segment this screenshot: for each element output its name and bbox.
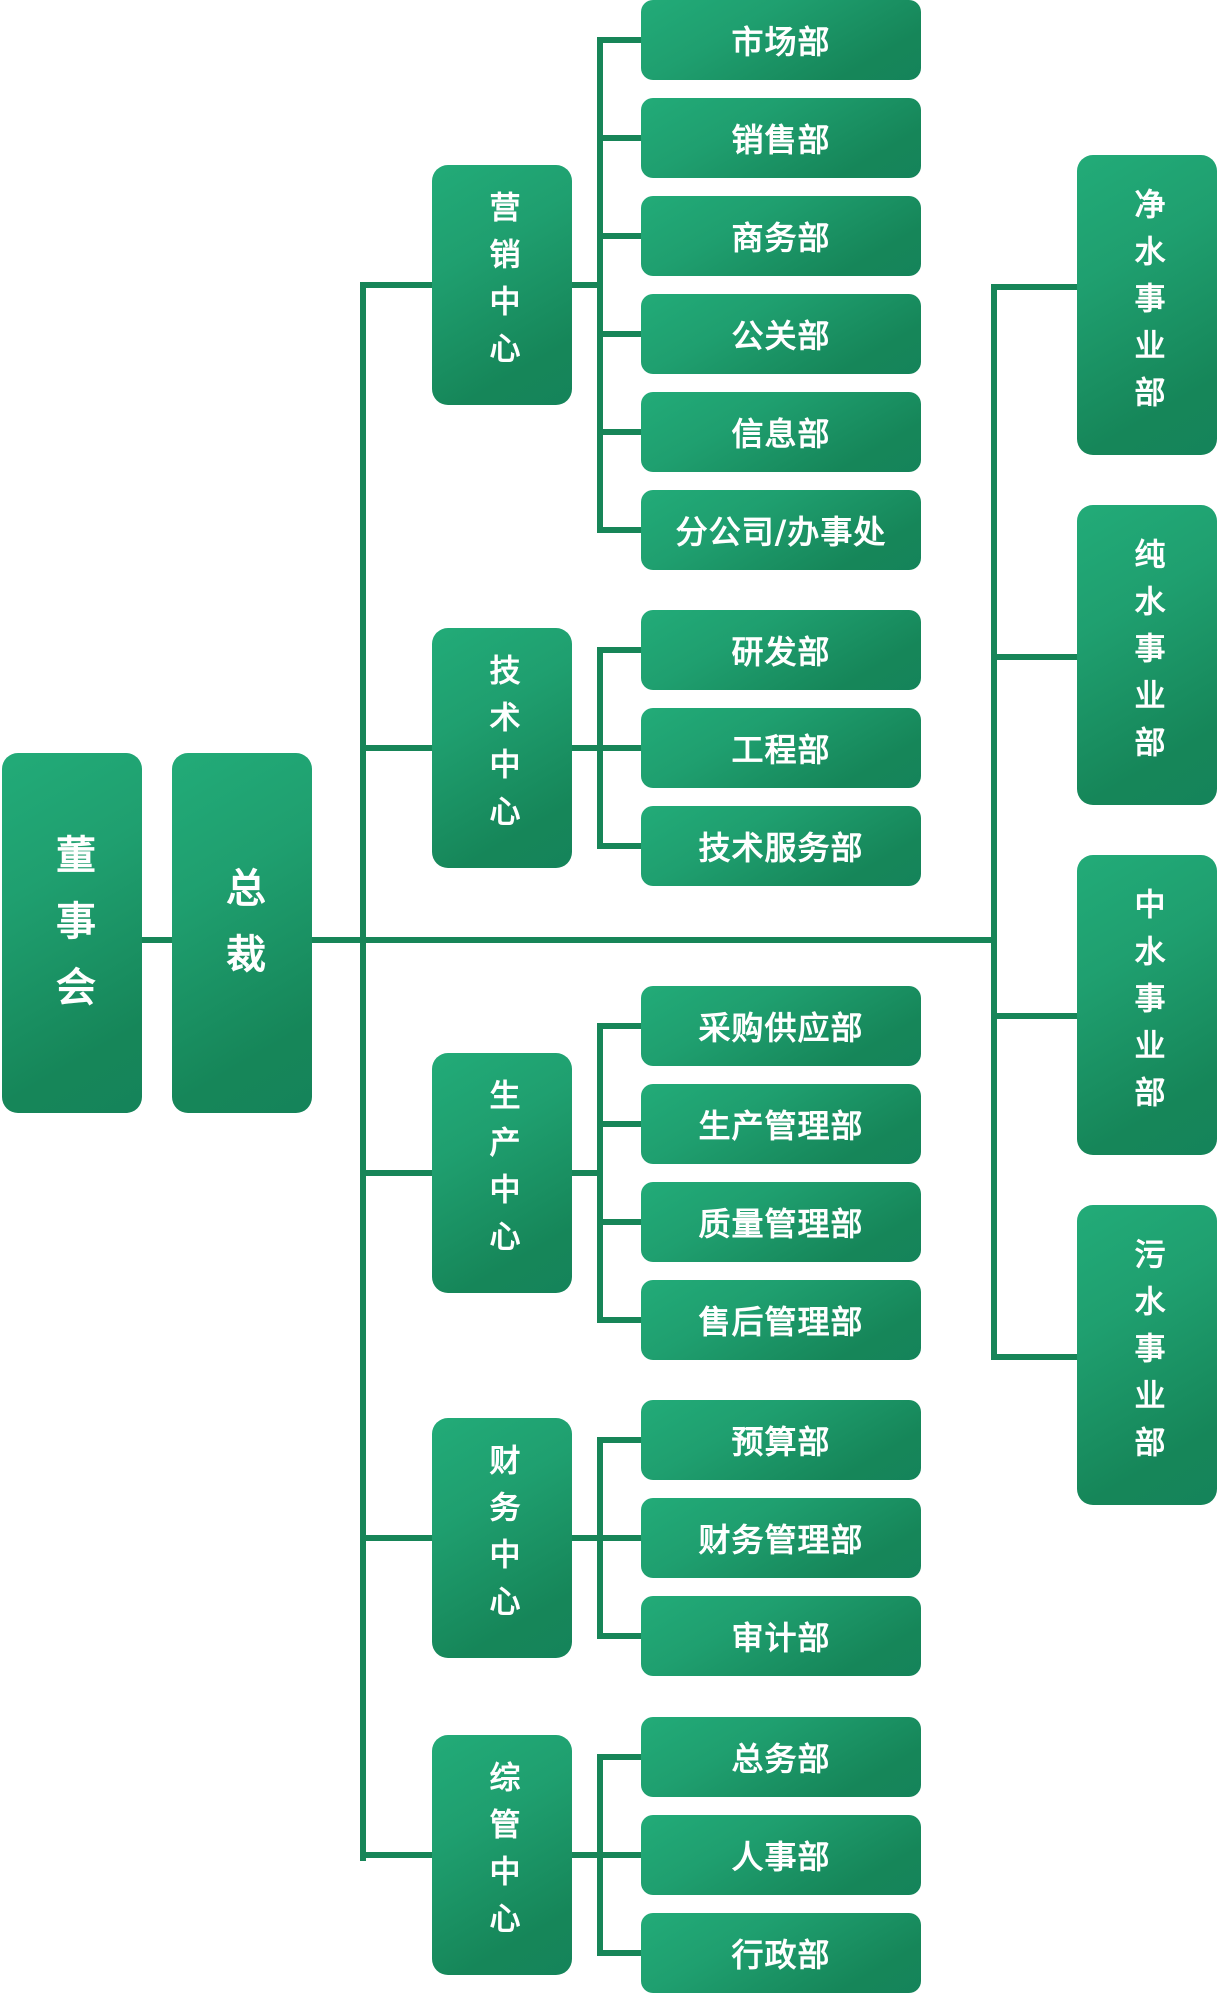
center-node-technology[interactable]: 技术中心 <box>432 628 572 868</box>
business-unit-connector <box>991 1354 1077 1360</box>
center-node-marketing[interactable]: 营销中心 <box>432 165 572 405</box>
department-node[interactable]: 销售部 <box>641 98 921 178</box>
main-horizontal-connector <box>312 937 997 943</box>
dept-bracket-line <box>597 1023 603 1323</box>
centers-trunk-line <box>360 282 366 1861</box>
department-connector <box>597 1535 641 1541</box>
department-node[interactable]: 总务部 <box>641 1717 921 1797</box>
center-node-finance[interactable]: 财务中心 <box>432 1418 572 1658</box>
department-connector <box>597 647 641 653</box>
business-unit-node[interactable]: 中水事业部 <box>1077 855 1217 1155</box>
business-unit-connector <box>991 284 1077 290</box>
department-node[interactable]: 技术服务部 <box>641 806 921 886</box>
center-out-connector <box>572 745 603 751</box>
department-node[interactable]: 采购供应部 <box>641 986 921 1066</box>
department-node[interactable]: 生产管理部 <box>641 1084 921 1164</box>
department-node[interactable]: 公关部 <box>641 294 921 374</box>
department-connector <box>597 1950 641 1956</box>
center-node-production[interactable]: 生产中心 <box>432 1053 572 1293</box>
department-node[interactable]: 商务部 <box>641 196 921 276</box>
department-node[interactable]: 研发部 <box>641 610 921 690</box>
department-connector <box>597 37 641 43</box>
business-unit-node[interactable]: 污水事业部 <box>1077 1205 1217 1505</box>
center-out-connector <box>572 1170 603 1176</box>
department-connector <box>597 1754 641 1760</box>
department-node[interactable]: 人事部 <box>641 1815 921 1895</box>
center-connector <box>360 282 432 288</box>
department-connector <box>597 1317 641 1323</box>
center-node-admin[interactable]: 综管中心 <box>432 1735 572 1975</box>
department-connector <box>597 1219 641 1225</box>
department-node[interactable]: 信息部 <box>641 392 921 472</box>
president-node[interactable]: 总裁 <box>172 753 312 1113</box>
department-connector <box>597 331 641 337</box>
board-president-connector <box>142 937 172 943</box>
department-node[interactable]: 售后管理部 <box>641 1280 921 1360</box>
department-connector <box>597 233 641 239</box>
center-connector <box>360 1535 432 1541</box>
department-connector <box>597 843 641 849</box>
department-connector <box>597 745 641 751</box>
board-node[interactable]: 董事会 <box>2 753 142 1113</box>
business-unit-node[interactable]: 净水事业部 <box>1077 155 1217 455</box>
department-connector <box>597 1121 641 1127</box>
business-units-trunk-line <box>991 284 997 1360</box>
center-connector <box>360 745 432 751</box>
department-node[interactable]: 审计部 <box>641 1596 921 1676</box>
department-connector <box>597 1023 641 1029</box>
department-node[interactable]: 工程部 <box>641 708 921 788</box>
center-out-connector <box>572 282 603 288</box>
center-out-connector <box>572 1535 603 1541</box>
dept-bracket-line <box>597 37 603 533</box>
business-unit-connector <box>991 1013 1077 1019</box>
business-unit-connector <box>991 654 1077 660</box>
center-connector <box>360 1852 432 1858</box>
department-connector <box>597 429 641 435</box>
department-connector <box>597 135 641 141</box>
department-node[interactable]: 质量管理部 <box>641 1182 921 1262</box>
department-connector <box>597 1633 641 1639</box>
department-node[interactable]: 预算部 <box>641 1400 921 1480</box>
center-connector <box>360 1170 432 1176</box>
department-connector <box>597 1852 641 1858</box>
department-connector <box>597 1437 641 1443</box>
department-node[interactable]: 行政部 <box>641 1913 921 1993</box>
business-unit-node[interactable]: 纯水事业部 <box>1077 505 1217 805</box>
center-out-connector <box>572 1852 603 1858</box>
department-node[interactable]: 财务管理部 <box>641 1498 921 1578</box>
department-node[interactable]: 分公司/办事处 <box>641 490 921 570</box>
department-connector <box>597 527 641 533</box>
department-node[interactable]: 市场部 <box>641 0 921 80</box>
